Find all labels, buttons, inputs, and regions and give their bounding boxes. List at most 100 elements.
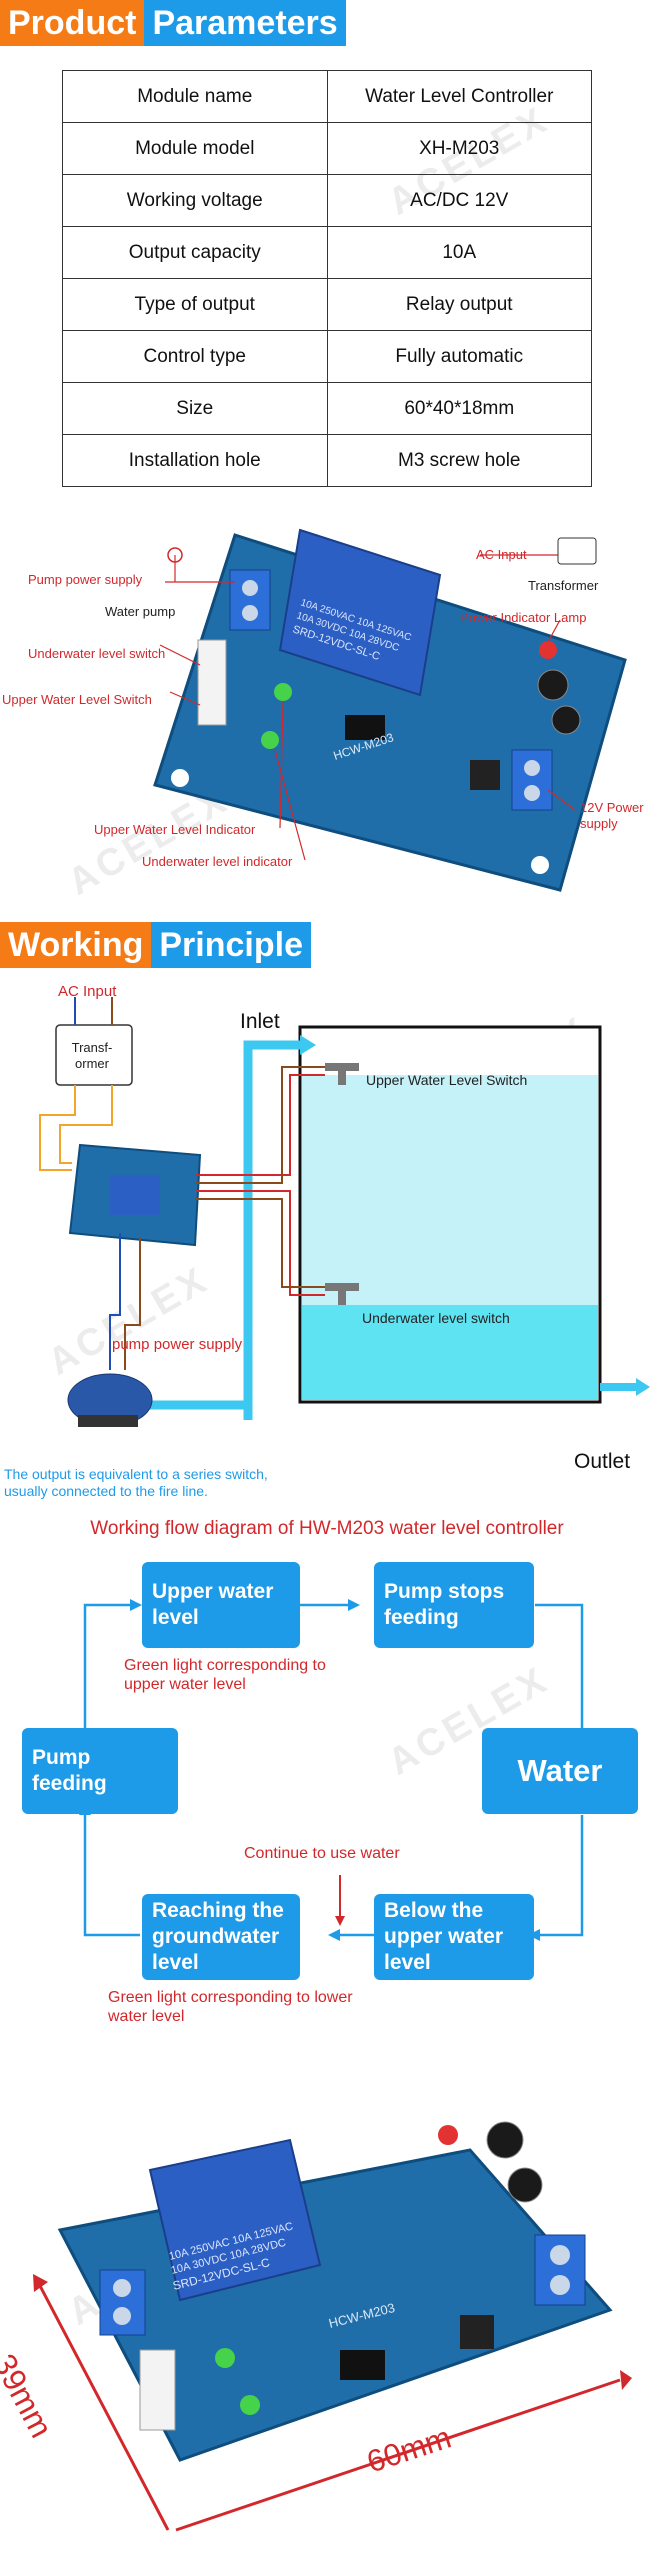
param-label: Size [62, 382, 328, 435]
width-dimension-line [175, 2378, 621, 2532]
outlet-arrow-icon [636, 1378, 650, 1396]
label-underwater-switch: Underwater level switch [28, 646, 166, 661]
param-value: XH-M203 [326, 122, 592, 175]
sensor-connector [197, 639, 227, 726]
pump-pipe [130, 1400, 253, 1420]
inlet-pipe [243, 1040, 300, 1420]
pump-symbol-icon [167, 547, 183, 563]
param-label: Module name [62, 70, 328, 123]
param-label: Module model [62, 122, 328, 175]
mount-hole [531, 856, 549, 874]
inlet-arrow-icon [300, 1035, 316, 1055]
regulator [470, 760, 500, 790]
screw [524, 760, 540, 776]
banner-word: Working [0, 922, 152, 968]
transformer-box [55, 1024, 133, 1086]
screw [550, 2275, 570, 2295]
red-led [438, 2125, 458, 2145]
board-dimensions-illustration: 10A 250VAC 10A 125VAC 10A 30VDC 10A 28VD… [33, 2121, 632, 2532]
banner-word: Product [0, 0, 145, 46]
label-inlet: Inlet [240, 1010, 280, 1033]
banner-word: Principle [151, 922, 311, 968]
param-value: 60*40*18mm [326, 382, 592, 435]
flow-title: Working flow diagram of HW-M203 water le… [90, 1518, 564, 1539]
label-ac-input: AC Input [476, 547, 527, 562]
label-under-switch: Underwater level switch [362, 1310, 510, 1326]
label-transformer: Transformer [528, 578, 599, 593]
height-dimension-line [36, 2281, 170, 2531]
relay [278, 528, 442, 697]
pcb-board [153, 533, 627, 892]
screw [113, 2279, 131, 2297]
green-led [274, 683, 292, 701]
note-line: The output is equivalent to a series swi… [4, 1466, 268, 1482]
label-upper-indicator: Upper Water Level Indicator [94, 822, 256, 837]
flow-box-water: Water [482, 1728, 638, 1814]
screw [242, 605, 258, 621]
sensor-connector [139, 2349, 176, 2431]
principle-note: The output is equivalent to a series swi… [4, 1466, 268, 1500]
red-led [539, 641, 557, 659]
param-label: Output capacity [62, 226, 328, 279]
param-label: Type of output [62, 278, 328, 331]
param-value: 10A [326, 226, 592, 279]
label-upper-switch: Upper Water Level Switch [366, 1072, 528, 1088]
working-principle-banner: Working Principle [0, 922, 311, 968]
capacitor [507, 2167, 543, 2203]
param-value: AC/DC 12V [326, 174, 592, 227]
water-lower-zone [302, 1305, 598, 1400]
note-line: usually connected to the fire line. [4, 1483, 208, 1499]
board-illustration: 10A 250VAC 10A 125VAC 10A 30VDC 10A 28VD… [153, 528, 627, 892]
water-upper-zone [302, 1075, 598, 1305]
relay [148, 2138, 322, 2302]
param-value: Water Level Controller [326, 70, 592, 123]
flow-box-pump-feeding: Pump feeding [22, 1728, 178, 1814]
capacitor [486, 2121, 524, 2159]
ic-chip [345, 715, 385, 740]
green-led [215, 2348, 235, 2368]
label-under-indicator: Underwater level indicator [142, 854, 293, 869]
label-upper-switch: Upper Water Level Switch [2, 692, 152, 707]
ic-chip [340, 2350, 385, 2380]
note-green-upper: Green light corresponding to upper water… [124, 1657, 326, 1693]
label-transformer: Transf-ormer [71, 1040, 113, 1071]
param-value: M3 screw hole [326, 434, 592, 487]
capacitor [537, 669, 569, 701]
label-pump-power-supply: Pump power supply [28, 572, 143, 587]
flow-box-upper-water-level: Upper water level [142, 1562, 300, 1648]
label-power-indicator: Power Indicator Lamp [460, 610, 587, 625]
regulator [460, 2315, 494, 2349]
flow-box-below-upper: Below the upper water level [374, 1894, 534, 1980]
mount-hole [171, 769, 189, 787]
screw [242, 580, 258, 596]
under-switch-icon [325, 1283, 359, 1291]
green-led [240, 2395, 260, 2415]
screw [524, 785, 540, 801]
screw [550, 2245, 570, 2265]
principle-diagram [39, 997, 650, 1427]
screw [113, 2307, 131, 2325]
banner-word: Parameters [144, 0, 346, 46]
transformer-icon [557, 537, 597, 565]
label-pump-power: pump power supply [112, 1336, 243, 1353]
note-continue: Continue to use water [244, 1845, 400, 1862]
param-value: Relay output [326, 278, 592, 331]
green-led [261, 731, 279, 749]
upper-switch-icon [325, 1063, 359, 1071]
param-value: Fully automatic [326, 330, 592, 383]
label-ac-input: AC Input [58, 983, 117, 1000]
flow-box-pump-stops: Pump stops feeding [374, 1562, 534, 1648]
param-label: Installation hole [62, 434, 328, 487]
label-water-pump: Water pump [105, 604, 176, 619]
note-green-lower: Green light corresponding to lower water… [108, 1989, 353, 2025]
param-label: Control type [62, 330, 328, 383]
label-12v-power: 12V Power supply [580, 800, 644, 831]
